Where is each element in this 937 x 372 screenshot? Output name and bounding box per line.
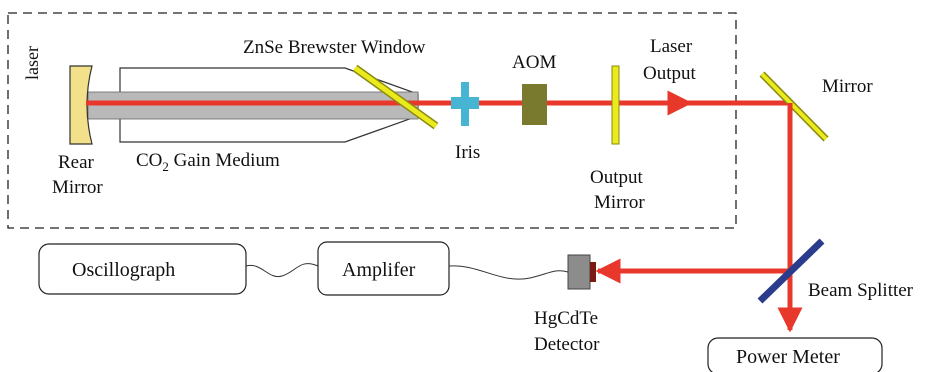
gain-medium-prefix: CO	[136, 150, 162, 171]
detector-label-line1: HgCdTe	[534, 308, 598, 329]
detector-label-line2: Detector	[534, 334, 600, 355]
brewster-window-label: ZnSe Brewster Window	[243, 37, 426, 58]
beam-splitter-label: Beam Splitter	[808, 280, 914, 301]
aom	[522, 84, 547, 125]
laser-output-label-line1: Laser	[650, 36, 693, 57]
rear-mirror-label-line2: Mirror	[52, 177, 103, 198]
detector-window	[590, 262, 596, 282]
cable-oscillograph-amplifier	[245, 263, 319, 278]
iris-label: Iris	[455, 142, 480, 163]
amplifier-label: Amplifer	[342, 259, 416, 281]
oscillograph-box	[38, 243, 247, 295]
beam-splitter	[757, 238, 825, 304]
output-mirror-label-line2: Mirror	[594, 192, 645, 213]
rear-mirror-label-line1: Rear	[58, 152, 95, 173]
power-meter-box	[707, 337, 883, 372]
mirror-label: Mirror	[822, 76, 873, 97]
output-mirror	[611, 65, 620, 145]
gain-medium-label: CO2 Gain Medium	[136, 150, 280, 174]
fold-mirror-fill	[760, 72, 828, 141]
amplifier-box	[317, 241, 450, 296]
laser-enclosure	[7, 12, 737, 229]
hgcdte-detector	[567, 254, 591, 290]
laser-label: laser	[22, 46, 42, 80]
brewster-window-fill	[353, 65, 438, 129]
aom-label: AOM	[512, 52, 556, 73]
laser-output-label-line2: Output	[643, 63, 697, 84]
gain-medium-subscript: 2	[162, 159, 169, 174]
rear-mirror	[69, 65, 93, 145]
power-meter-label: Power Meter	[736, 346, 840, 368]
gain-medium-suffix: Gain Medium	[169, 150, 280, 171]
cable-amplifier-detector	[448, 265, 569, 280]
output-mirror-label-line1: Output	[590, 167, 644, 188]
iris-crossbar	[451, 97, 479, 109]
oscillograph-label: Oscillograph	[72, 259, 175, 281]
